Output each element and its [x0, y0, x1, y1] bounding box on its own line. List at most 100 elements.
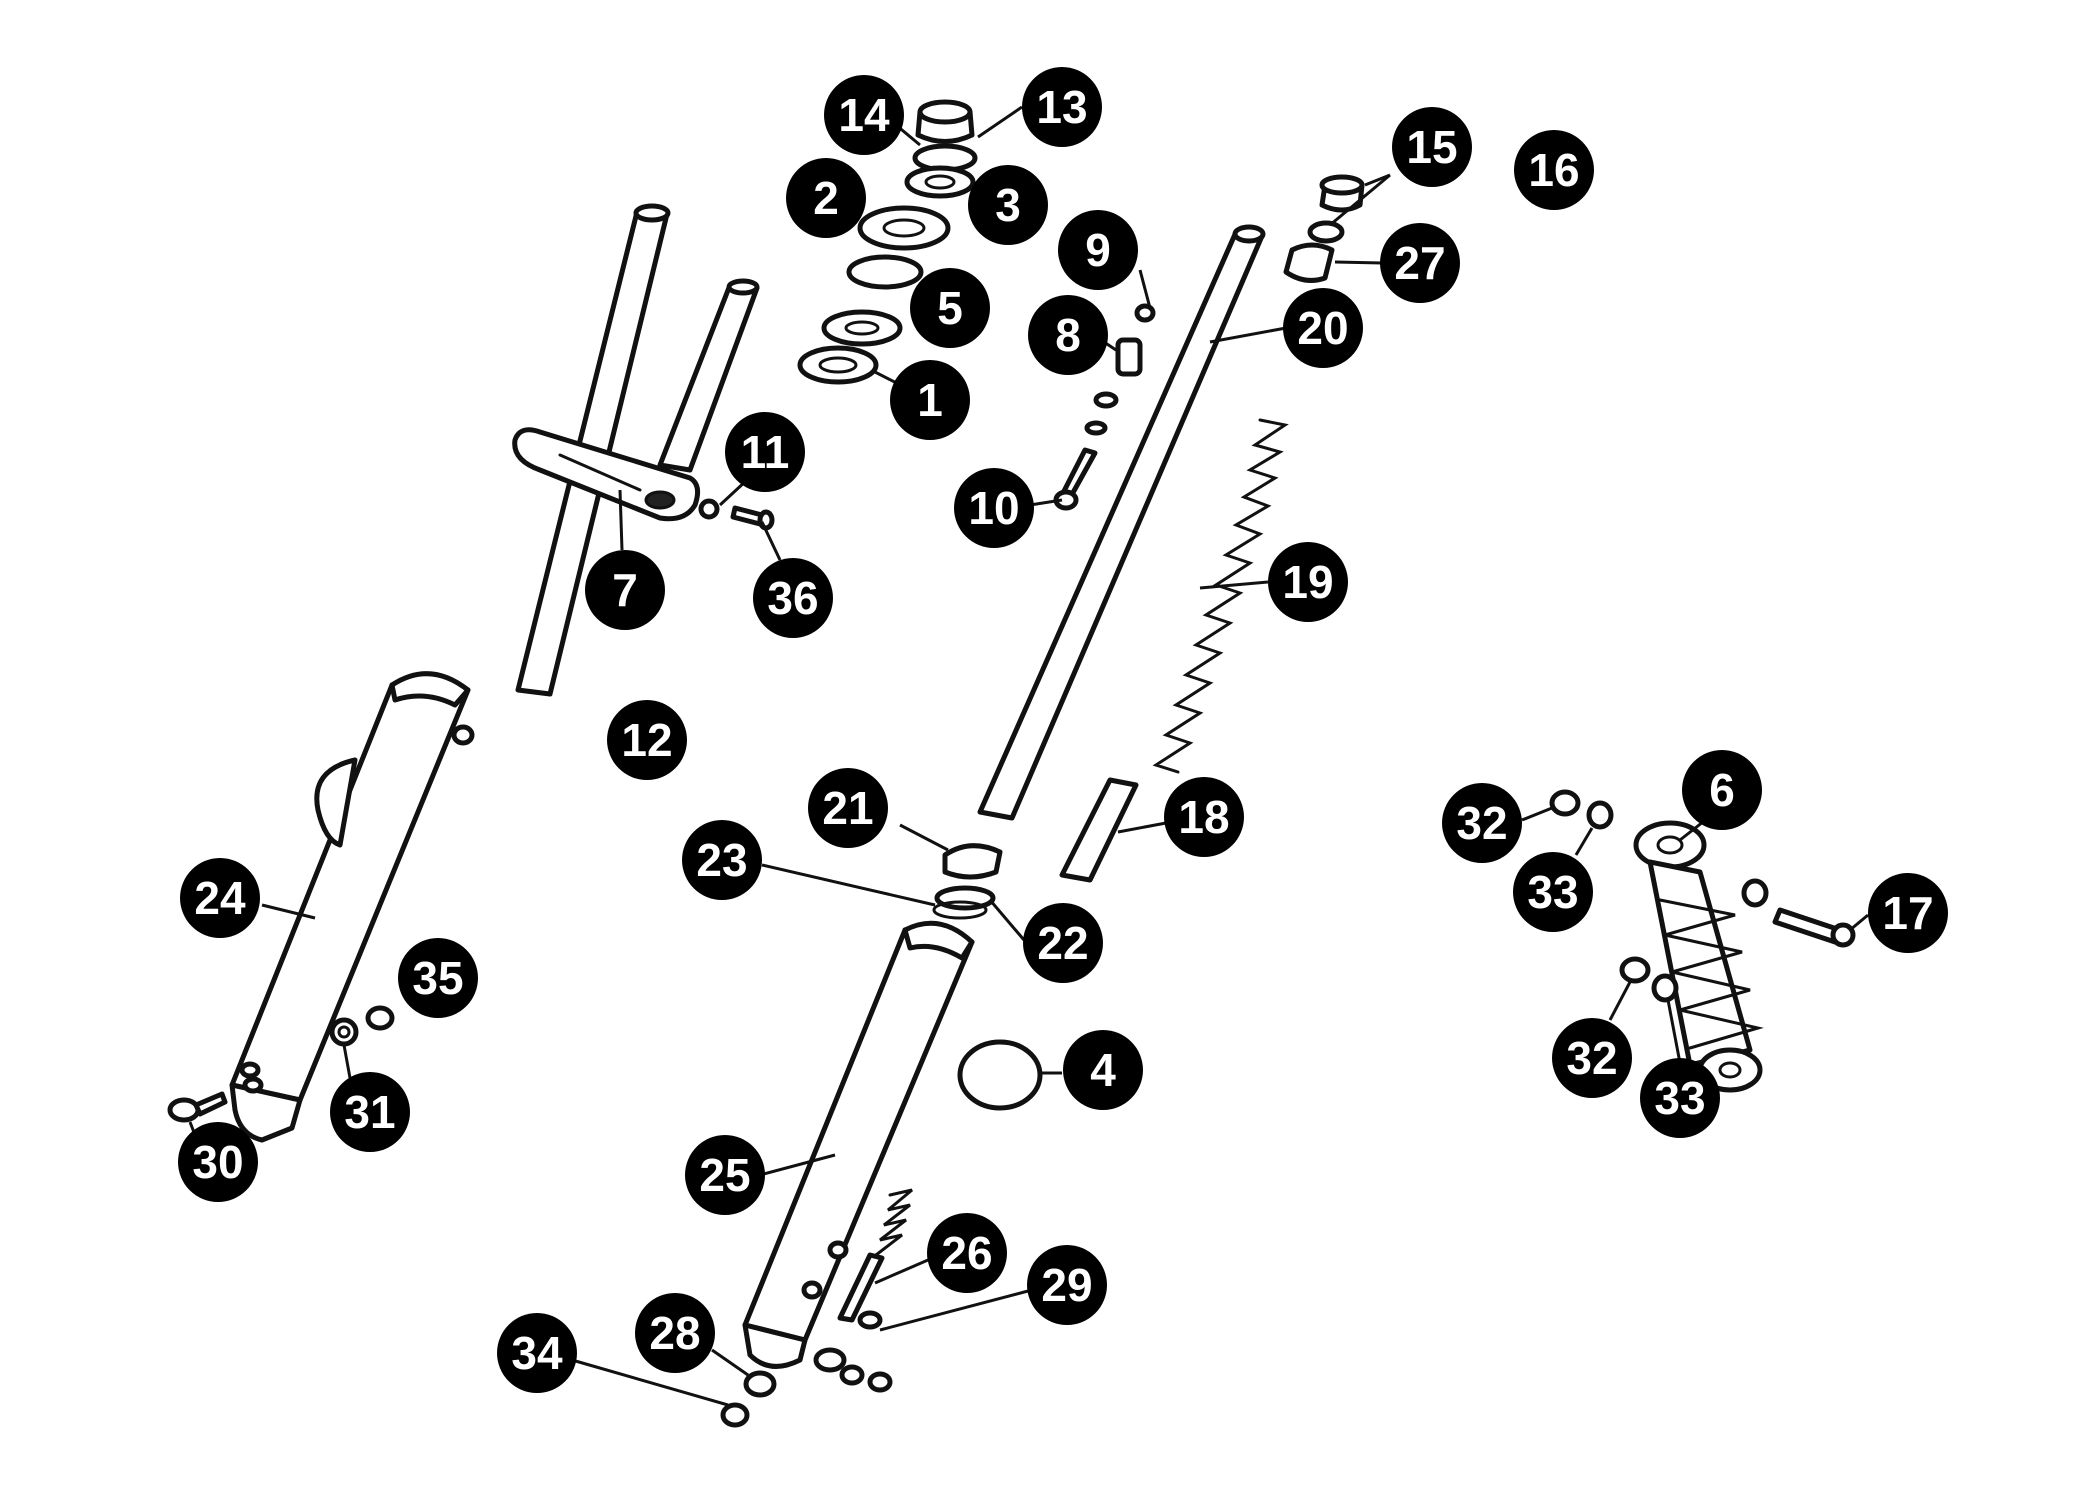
svg-text:3: 3 — [995, 179, 1021, 231]
svg-text:32: 32 — [1566, 1032, 1617, 1084]
bolt-17-head — [1830, 922, 1856, 948]
left-slider-seal-collar — [389, 671, 471, 708]
left-lug-hole-2 — [242, 1076, 264, 1094]
washer-11 — [698, 498, 720, 520]
callout-36: 36 — [753, 558, 833, 638]
svg-text:36: 36 — [767, 572, 818, 624]
svg-text:17: 17 — [1882, 887, 1933, 939]
svg-text:9: 9 — [1085, 224, 1111, 276]
washer-31-hole — [337, 1025, 351, 1039]
clamp-hole — [644, 490, 676, 510]
center-fork-internals — [977, 224, 1289, 883]
callout-26: 26 — [927, 1213, 1007, 1293]
svg-text:18: 18 — [1178, 791, 1229, 843]
leader-24 — [261, 903, 316, 920]
svg-text:7: 7 — [612, 564, 638, 616]
callout-14: 14 — [824, 75, 904, 155]
leader-27 — [1334, 260, 1383, 265]
leader-13 — [977, 105, 1023, 139]
leader-31 — [342, 1044, 352, 1079]
slider-25-boss-2 — [801, 1280, 823, 1300]
seal-21 — [942, 843, 1003, 880]
leader-32a — [1521, 806, 1553, 822]
svg-text:19: 19 — [1282, 556, 1333, 608]
leader-23 — [761, 863, 936, 907]
bolt-30-head — [167, 1097, 201, 1123]
damper-rod-shaft — [837, 1252, 885, 1323]
callout-11: 11 — [725, 412, 805, 492]
svg-text:33: 33 — [1654, 1072, 1705, 1124]
svg-text:13: 13 — [1036, 81, 1087, 133]
callout-16: 16 — [1514, 130, 1594, 210]
svg-text:5: 5 — [937, 282, 963, 334]
damper-top-parts — [1283, 174, 1365, 283]
leader-10 — [1029, 498, 1063, 507]
callout-25: 25 — [685, 1135, 765, 1215]
callout-8: 8 — [1028, 295, 1108, 375]
svg-text:22: 22 — [1037, 917, 1088, 969]
leader-26 — [874, 1258, 929, 1285]
nut-9 — [1134, 303, 1156, 323]
washer-28 — [743, 1370, 777, 1398]
washer-16 — [1307, 220, 1345, 244]
steering-stem-top — [726, 278, 760, 296]
bolt-34-head — [720, 1402, 750, 1428]
left-slider-axle-lug — [229, 1082, 303, 1143]
leader-25 — [759, 1153, 836, 1177]
svg-text:29: 29 — [1041, 1259, 1092, 1311]
left-stanchion-top — [633, 203, 671, 223]
washer-b — [1084, 420, 1108, 436]
callout-10: 10 — [954, 468, 1034, 548]
shock-bottom-eye-hole — [1718, 1061, 1742, 1079]
leader-21 — [899, 823, 949, 852]
callout-13: 13 — [1022, 67, 1102, 147]
callout-15: 15 — [1392, 107, 1472, 187]
callout-28: 28 — [635, 1293, 715, 1373]
callout-30: 30 — [178, 1122, 258, 1202]
callout-35: 35 — [398, 938, 478, 1018]
callout-19: 19 — [1268, 542, 1348, 622]
right-fork-slider-assembly — [742, 843, 1003, 1369]
svg-text:26: 26 — [941, 1227, 992, 1279]
washer-33-bottom — [1651, 973, 1679, 1003]
bush-32-bottom — [1619, 956, 1651, 984]
svg-text:27: 27 — [1394, 237, 1445, 289]
svg-text:14: 14 — [838, 89, 890, 141]
adjuster-nut-3-hole — [924, 174, 956, 190]
washer-shock-right — [1741, 878, 1769, 908]
adjuster-nut-3 — [904, 165, 976, 199]
svg-text:35: 35 — [412, 952, 463, 1004]
shock-spring — [1658, 898, 1764, 1050]
cap-15-top — [1319, 174, 1365, 196]
plug-27 — [1283, 242, 1335, 283]
svg-text:6: 6 — [1709, 764, 1735, 816]
dust-seal-1-inner — [818, 356, 858, 374]
steering-head-stack — [797, 99, 978, 385]
leader-20 — [1209, 326, 1287, 344]
leader-19 — [1199, 580, 1269, 590]
bush-32-top — [1549, 789, 1581, 817]
left-lug-hole-1 — [239, 1061, 261, 1079]
callout-18: 18 — [1164, 777, 1244, 857]
bolt-17 — [1772, 907, 1843, 945]
left-slider-boss — [451, 724, 475, 746]
callout-12: 12 — [607, 700, 687, 780]
clip-22 — [934, 885, 996, 911]
top-nut-13-top — [917, 99, 973, 125]
svg-text:20: 20 — [1297, 302, 1348, 354]
fork-spring-19 — [1152, 418, 1289, 774]
leader-16 — [1329, 173, 1391, 227]
callout-21: 21 — [808, 768, 888, 848]
bearing-race-2 — [857, 205, 951, 251]
small-washer-2 — [867, 1371, 893, 1393]
svg-text:33: 33 — [1527, 866, 1578, 918]
bottom-hardware — [167, 1005, 893, 1428]
svg-text:2: 2 — [813, 172, 839, 224]
svg-text:21: 21 — [822, 782, 873, 834]
svg-text:16: 16 — [1528, 144, 1579, 196]
svg-text:8: 8 — [1055, 309, 1081, 361]
svg-text:30: 30 — [192, 1136, 243, 1188]
callout-6: 6 — [1682, 750, 1762, 830]
svg-text:28: 28 — [649, 1307, 700, 1359]
